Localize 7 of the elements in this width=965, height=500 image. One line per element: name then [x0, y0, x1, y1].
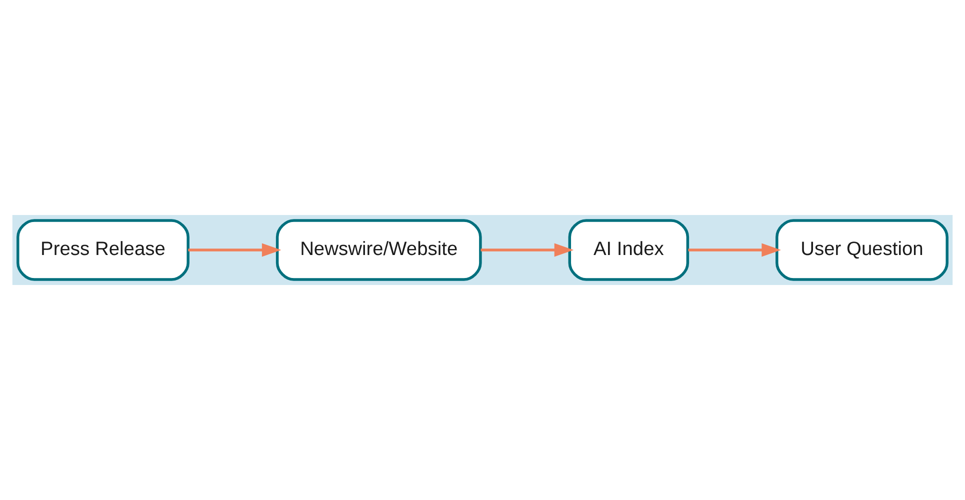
arrow — [688, 243, 781, 257]
arrow — [480, 243, 574, 257]
node-box: AI Index — [568, 219, 690, 281]
node-box: Newswire/Website — [276, 219, 482, 281]
node-box: User Question — [776, 219, 948, 281]
node-box: Press Release — [16, 219, 190, 281]
arrow — [188, 243, 282, 257]
